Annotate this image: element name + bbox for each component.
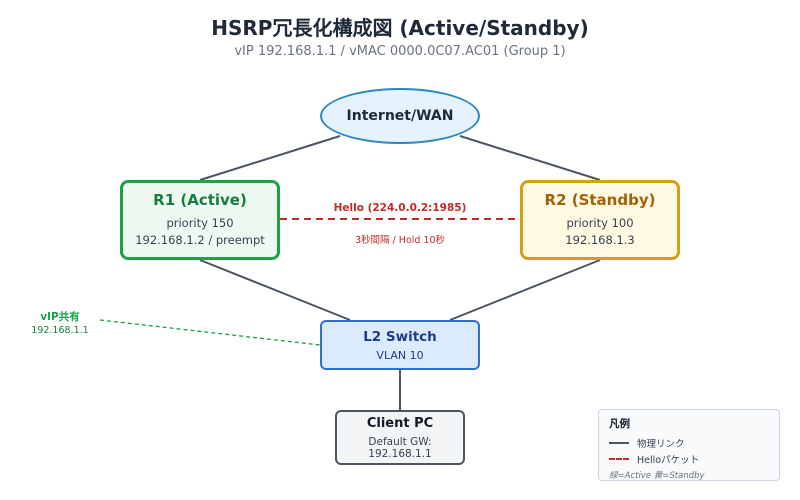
r1-priority: priority 150: [166, 216, 234, 230]
l2-switch: L2 Switch VLAN 10: [320, 320, 480, 370]
link-r2-switch: [449, 259, 601, 321]
client-title: Client PC: [366, 415, 434, 431]
vip-link: [99, 319, 321, 346]
diagram-subtitle: vIP 192.168.1.1 / vMAC 0000.0C07.AC01 (G…: [234, 44, 566, 59]
legend-title: 凡例: [609, 418, 630, 430]
router-r1: R1 (Active) priority 150 192.168.1.2 / p…: [120, 180, 280, 260]
r1-address: 192.168.1.2 / preempt: [135, 233, 265, 247]
r2-title: R2 (Standby): [544, 191, 656, 209]
legend: 凡例 物理リンク Helloパケット 緑=Active 黄=Standby: [598, 409, 780, 481]
diagram-title: HSRP冗長化構成図 (Active/Standby): [211, 16, 589, 40]
link-r1-switch: [199, 259, 351, 321]
client-pc: Client PC Default GW: 192.168.1.1: [335, 410, 465, 465]
r2-address: 192.168.1.3: [565, 233, 635, 247]
hello-label: Hello (224.0.0.2:1985): [333, 202, 467, 214]
internet-cloud: Internet/WAN: [320, 88, 480, 144]
link-internet-r2: [459, 135, 601, 181]
switch-vlan: VLAN 10: [376, 348, 424, 362]
legend-hello-label: Helloパケット: [637, 455, 700, 466]
legend-physical: 物理リンク: [609, 435, 769, 451]
legend-physical-label: 物理リンク: [637, 439, 685, 450]
link-internet-r1: [199, 135, 341, 181]
hello-timers: 3秒間隔 / Hold 10秒: [354, 235, 446, 246]
vip-label: vIP共有: [40, 311, 80, 323]
dashed-line-swatch: [609, 458, 629, 460]
legend-note: 緑=Active 黄=Standby: [609, 471, 705, 481]
solid-line-swatch: [609, 442, 629, 444]
switch-title: L2 Switch: [363, 328, 437, 345]
r1-title: R1 (Active): [153, 191, 247, 209]
vip-address: 192.168.1.1: [31, 325, 89, 336]
legend-hello: Helloパケット: [609, 451, 769, 467]
internet-label: Internet/WAN: [346, 108, 454, 124]
r2-priority: priority 100: [566, 216, 634, 230]
client-gateway: Default GW: 192.168.1.1: [368, 435, 432, 460]
router-r2: R2 (Standby) priority 100 192.168.1.3: [520, 180, 680, 260]
